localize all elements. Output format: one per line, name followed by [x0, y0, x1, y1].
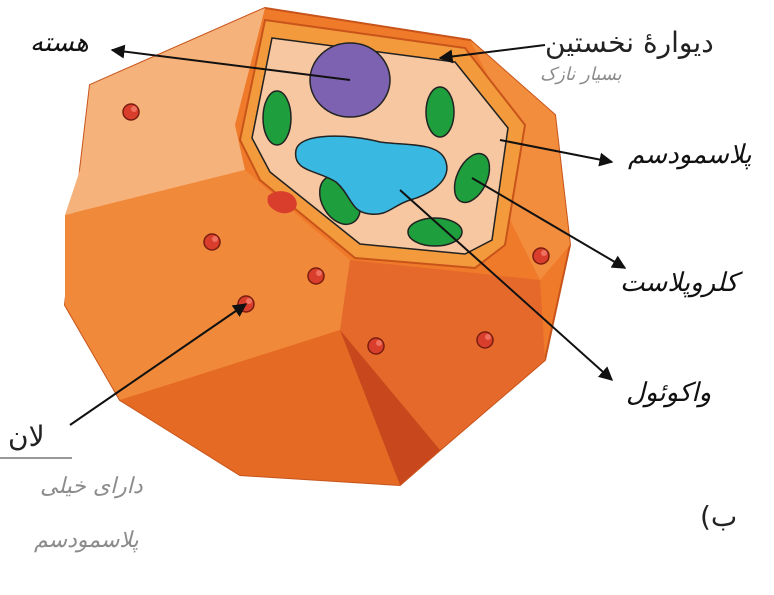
surface-pit: [368, 338, 384, 354]
handwritten-nucleus: هسته: [30, 28, 89, 58]
surface-pit: [308, 268, 324, 284]
handwritten-chloroplast: کلروپلاست: [620, 268, 738, 298]
surface-pit: [533, 248, 549, 264]
label-pit: لان: [8, 420, 45, 453]
surface-pit: [204, 234, 220, 250]
handwritten-pit-note-2: پلاسمودسم: [34, 528, 139, 553]
surface-pit: [477, 332, 493, 348]
handwritten-vacuole: واکوئول: [626, 378, 711, 408]
surface-pit: [123, 104, 139, 120]
handwritten-thin-note: بسیار نازک: [540, 64, 622, 85]
chloroplast: [263, 91, 291, 145]
label-primary-wall: دیوارهٔ نخستین: [545, 26, 714, 59]
handwritten-plasmodesmata: پلاسمودسم: [628, 140, 752, 170]
chloroplast: [426, 87, 454, 137]
handwritten-pit-note-1: دارای خیلی: [40, 474, 143, 499]
label-part-letter: ب): [700, 500, 737, 533]
